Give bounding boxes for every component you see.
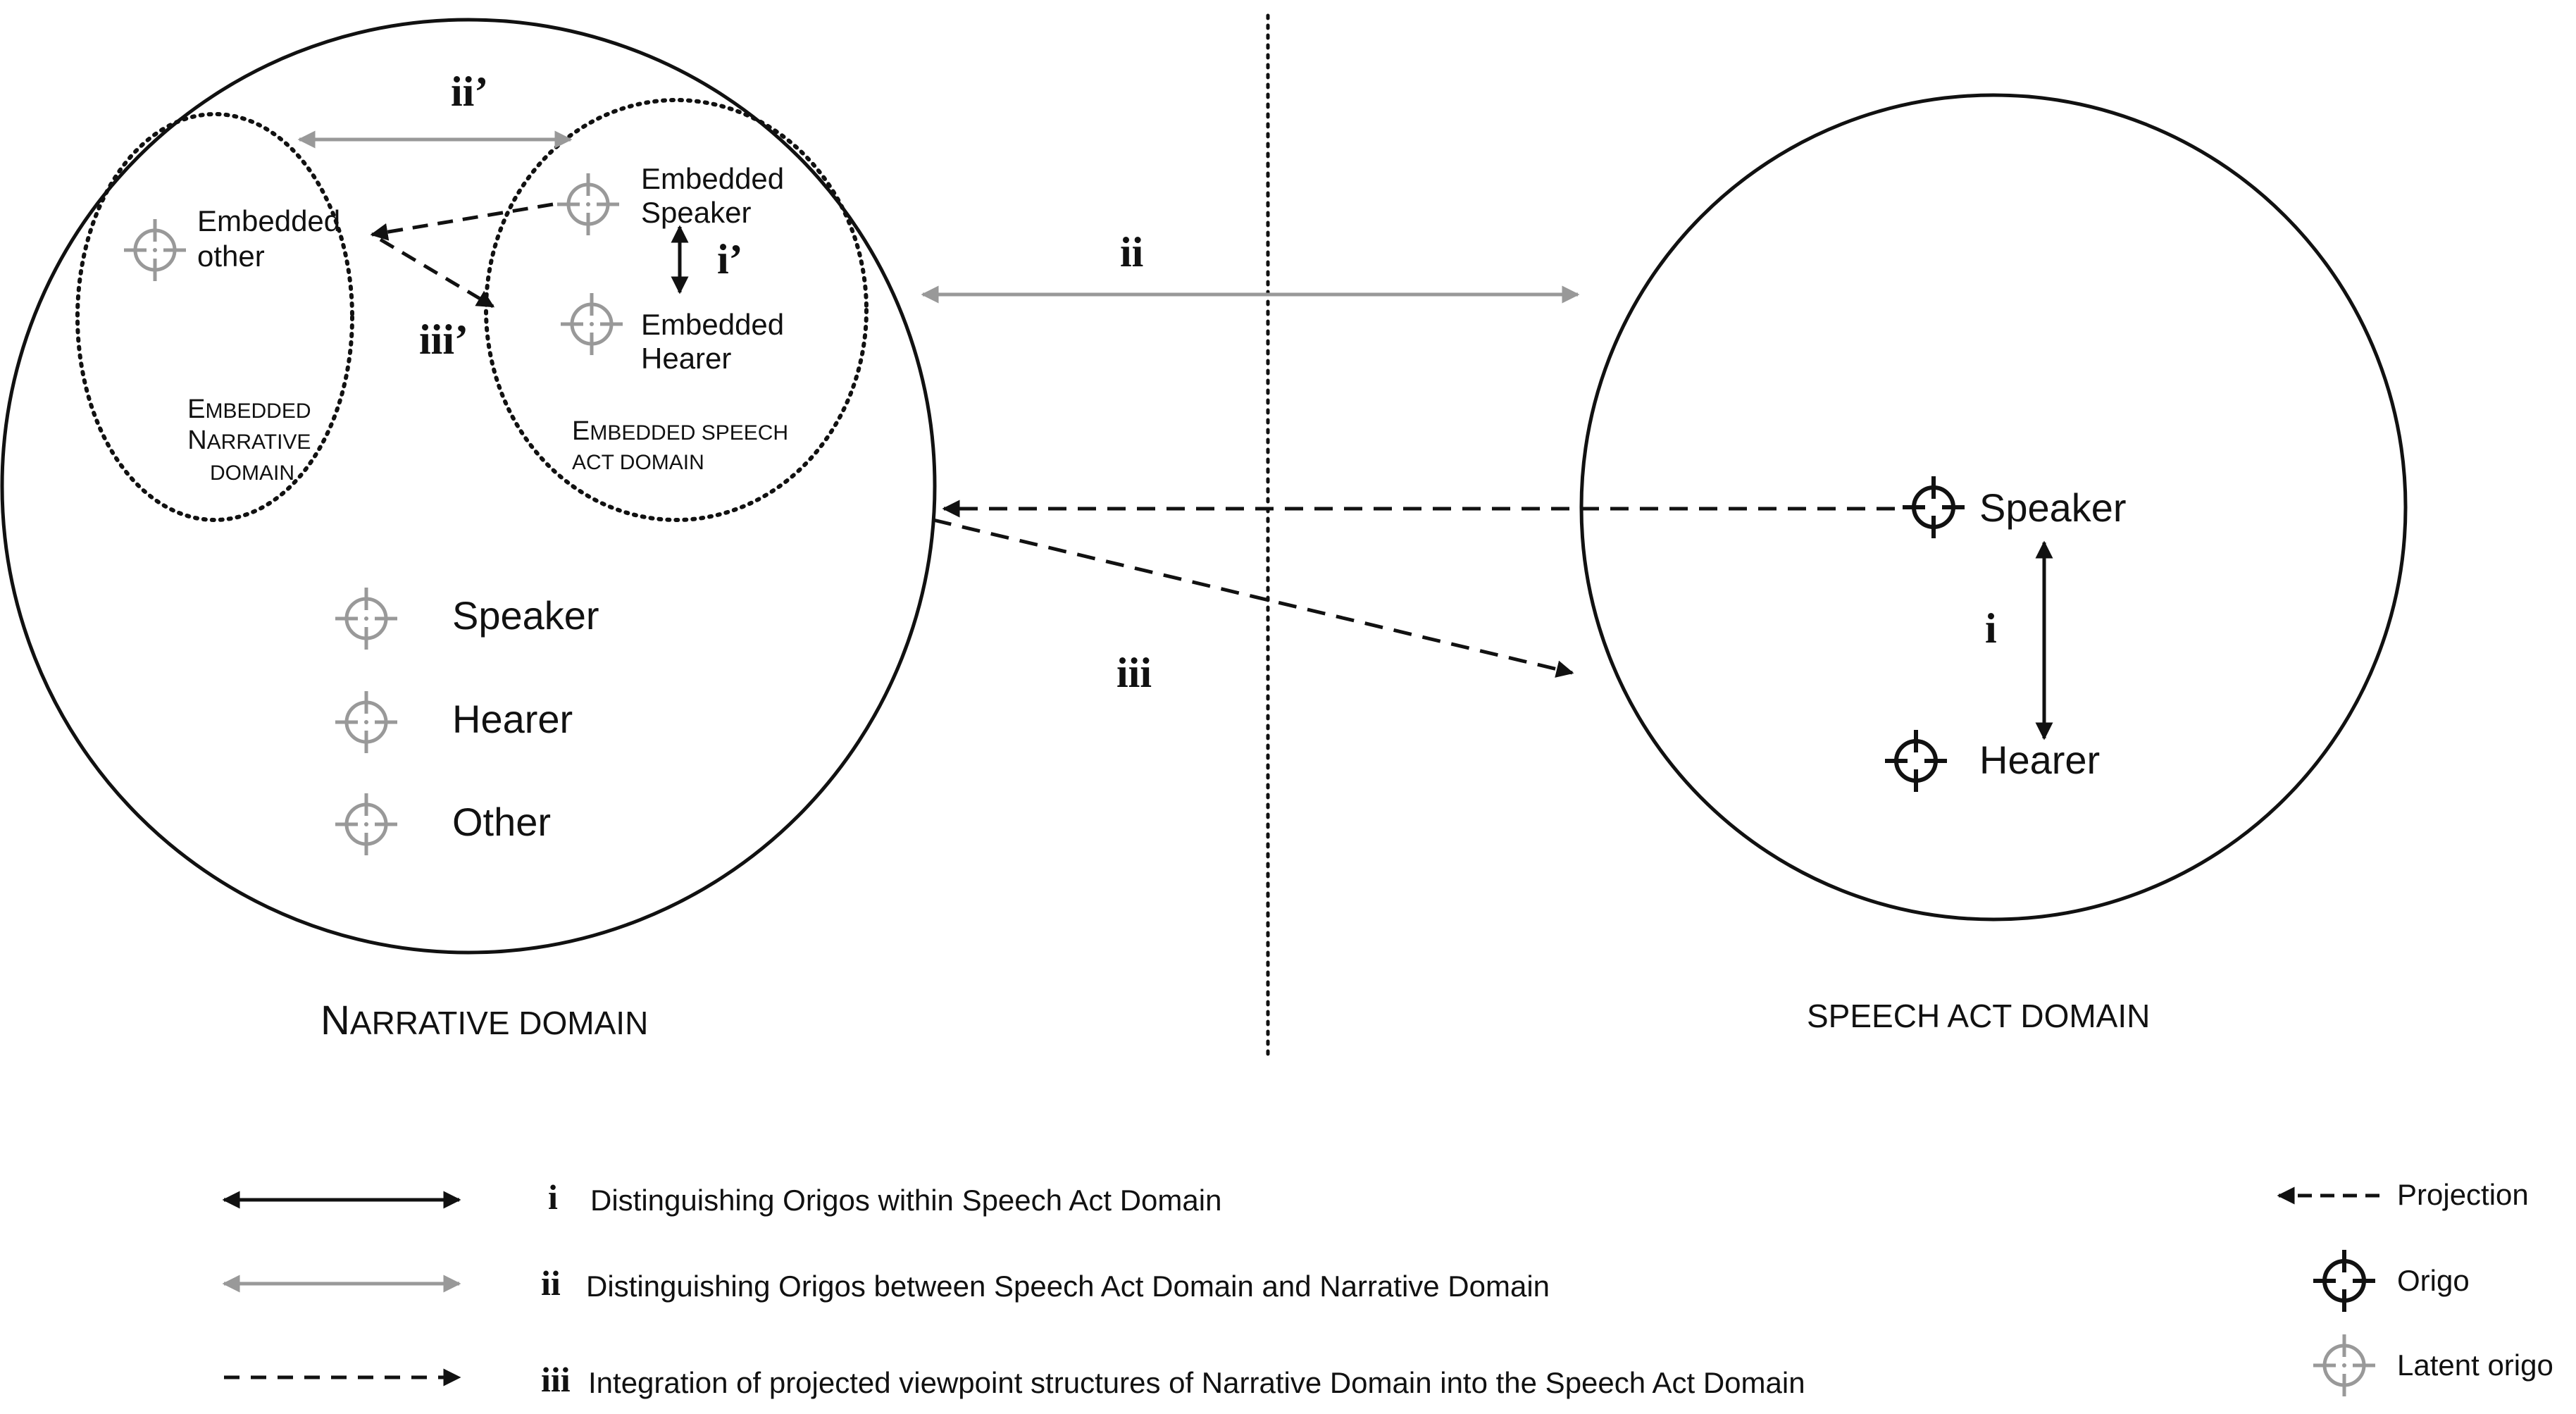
label-iii-prime: iii’ <box>419 316 468 363</box>
embedded-narrative-domain-caption: EMBEDDED NARRATIVE DOMAIN <box>187 395 317 485</box>
narrative-domain-title: NARRATIVE DOMAIN <box>321 998 648 1043</box>
latent-origo-icon-embedded-speaker <box>557 173 619 235</box>
legend-text-i: Distinguishing Origos within Speech Act … <box>590 1184 1221 1217</box>
latent-origo-icon-hearer <box>335 691 397 753</box>
speech-act-speaker-label: Speaker <box>1979 485 2127 530</box>
label-i-prime: i’ <box>717 236 743 283</box>
key-origo-icon <box>2313 1250 2375 1312</box>
speech-act-domain-title: SPEECH ACT DOMAIN <box>1807 998 2150 1034</box>
latent-origo-icon-embedded-other <box>124 219 186 281</box>
embedded-speech-act-domain-caption: EMBEDDED SPEECH ACT DOMAIN <box>572 416 794 474</box>
label-ii: ii <box>1120 229 1143 275</box>
narrative-other-label: Other <box>452 800 551 844</box>
key-latent-origo-label: Latent origo <box>2397 1348 2553 1382</box>
legend-text-iii: Integration of projected viewpoint struc… <box>588 1366 1805 1399</box>
key-origo-label: Origo <box>2397 1264 2470 1297</box>
arrow-projection-embedded-speaker-to-other <box>370 202 554 241</box>
legend-text-ii: Distinguishing Origos between Speech Act… <box>586 1270 1550 1303</box>
key-latent-origo-icon <box>2313 1334 2375 1396</box>
arrow-iii-prime <box>379 237 495 309</box>
legend-numeral-ii: ii <box>541 1263 561 1303</box>
embedded-speaker-label: Embedded Speaker <box>641 162 792 229</box>
narrative-domain-circle <box>0 18 937 955</box>
embedded-hearer-label: Embedded Hearer <box>641 308 792 375</box>
legend-numeral-i: i <box>548 1177 558 1217</box>
speech-act-hearer-label: Hearer <box>1979 738 2100 782</box>
embedded-narrative-domain-ellipse <box>75 112 354 522</box>
narrative-hearer-label: Hearer <box>452 697 573 741</box>
key-projection-label: Projection <box>2397 1178 2529 1211</box>
embedded-other-label: Embedded other <box>197 204 349 273</box>
embedded-speech-act-domain-ellipse <box>484 98 869 522</box>
latent-origo-icon-embedded-hearer <box>561 293 623 355</box>
latent-origo-icon-other <box>335 793 397 855</box>
latent-origo-icon-speaker <box>335 588 397 650</box>
label-ii-prime: ii’ <box>451 68 488 115</box>
label-i: i <box>1985 605 1997 652</box>
origo-icon-speaker <box>1903 476 1965 538</box>
arrow-iii <box>933 518 1574 678</box>
origo-icon-hearer <box>1885 730 1947 792</box>
legend-numeral-iii: iii <box>541 1360 571 1399</box>
narrative-speaker-label: Speaker <box>452 593 599 638</box>
label-iii: iii <box>1116 650 1152 696</box>
